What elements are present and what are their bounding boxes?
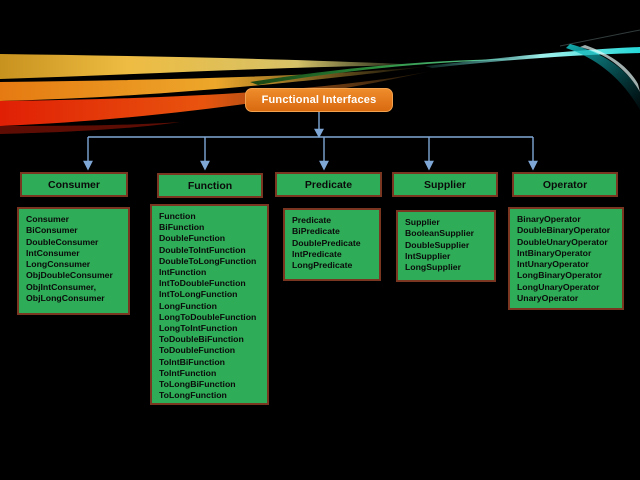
list-item: DoubleConsumer <box>26 236 99 247</box>
list-item: ObjIntConsumer, <box>26 281 96 292</box>
list-item: BiFunction <box>159 222 205 233</box>
list-item: Function <box>159 211 196 221</box>
list-item: IntPredicate <box>292 248 342 259</box>
list-item: DoubleSupplier <box>405 239 470 250</box>
list-item: BooleanSupplier <box>405 228 475 239</box>
list-item: UnaryOperator <box>517 293 579 304</box>
list-item: ToLongBiFunction <box>159 379 236 390</box>
list-item: BiConsumer <box>26 225 78 236</box>
flame-swoosh-graphic <box>0 29 640 134</box>
list-item: ToDoubleFunction <box>159 345 236 356</box>
group-header-function: Function <box>157 173 263 198</box>
group-header-predicate: Predicate <box>275 172 382 197</box>
list-item: IntUnaryOperator <box>517 259 589 270</box>
list-item: ToDoubleBiFunction <box>159 334 244 345</box>
list-item: IntSupplier <box>405 250 451 261</box>
arrowhead-function-icon <box>200 160 210 171</box>
arrowhead-supplier-icon <box>424 160 434 171</box>
list-item: DoubleToIntFunction <box>159 244 246 255</box>
root-node-functional-interfaces: Functional Interfaces <box>245 88 393 112</box>
group-header-supplier: Supplier <box>392 172 498 197</box>
list-item: IntToLongFunction <box>159 289 238 300</box>
group-header-consumer: Consumer <box>20 172 128 197</box>
list-item: DoubleFunction <box>159 233 226 244</box>
root-arrowhead-icon <box>314 128 324 138</box>
list-item: LongFunction <box>159 300 217 311</box>
list-item: DoubleUnaryOperator <box>517 236 608 247</box>
arrowhead-predicate-icon <box>319 160 329 171</box>
list-item: IntConsumer <box>26 247 80 258</box>
arrowhead-consumer-icon <box>83 160 93 171</box>
list-item: LongConsumer <box>26 259 91 270</box>
list-item: Predicate <box>292 215 332 225</box>
list-item: LongUnaryOperator <box>517 281 600 292</box>
list-item: BiPredicate <box>292 226 340 237</box>
list-item: Supplier <box>405 217 440 227</box>
group-header-operator: Operator <box>512 172 618 197</box>
list-item: LongSupplier <box>405 262 461 273</box>
list-item: BinaryOperator <box>517 214 581 224</box>
list-item: IntBinaryOperator <box>517 247 592 258</box>
list-item: ToIntFunction <box>159 367 217 378</box>
list-item: IntFunction <box>159 267 207 278</box>
list-item: LongToDoubleFunction <box>159 311 257 322</box>
list-item: DoubleBinaryOperator <box>517 225 611 236</box>
list-item: LongBinaryOperator <box>517 270 602 281</box>
list-item: ObjDoubleConsumer <box>26 270 113 281</box>
list-item: LongPredicate <box>292 260 353 271</box>
list-item: DoubleToLongFunction <box>159 255 257 266</box>
list-item: LongToIntFunction <box>159 323 238 334</box>
arrowhead-operator-icon <box>528 160 538 171</box>
list-item: DoublePredicate <box>292 237 361 248</box>
list-item: ToIntBiFunction <box>159 356 225 367</box>
list-item: IntToDoubleFunction <box>159 278 246 289</box>
list-item: ObjLongConsumer <box>26 293 105 304</box>
list-item: Consumer <box>26 214 69 224</box>
list-item: ToLongFunction <box>159 390 227 401</box>
